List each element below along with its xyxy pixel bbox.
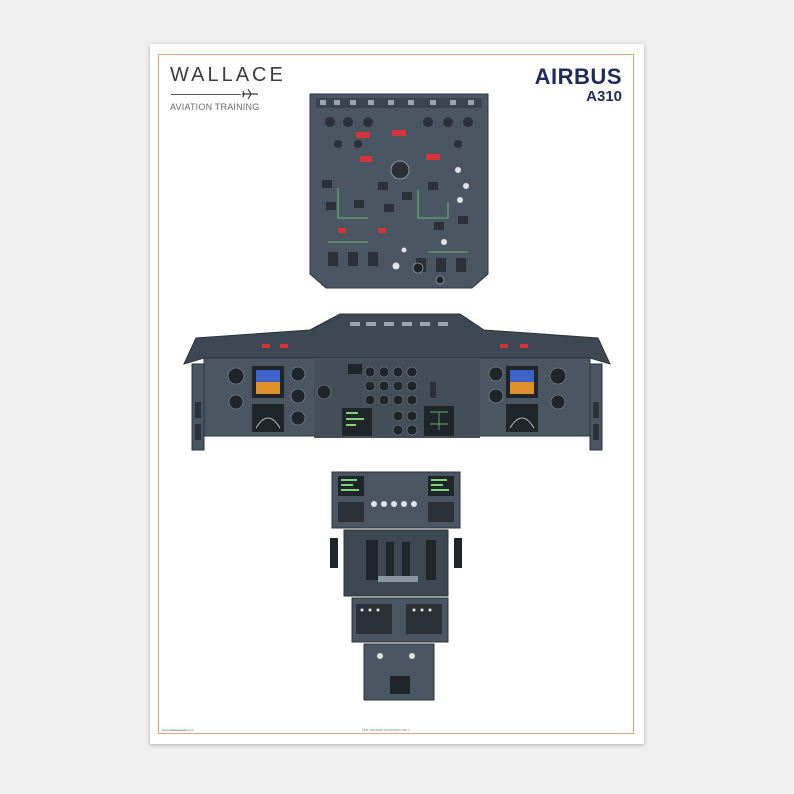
manufacturer-name: AIRBUS [534, 64, 622, 89]
poster: WALLACE AVIATION TRAINING AIRBUS A310 ww… [150, 44, 644, 744]
overhead-panel [309, 93, 489, 289]
footer-website: www.wallaceaviation.co [162, 728, 194, 732]
center-pedestal [330, 471, 462, 701]
brand-rule [171, 94, 241, 95]
brand-name: WALLACE [170, 64, 286, 86]
brand-subtitle: AVIATION TRAINING [170, 102, 260, 112]
poster-frame [158, 54, 634, 734]
aircraft-title: AIRBUS A310 [535, 66, 622, 106]
footer-note: FOR TRAINING PURPOSES ONLY [362, 728, 410, 732]
airplane-icon [242, 88, 258, 100]
brand-logo: WALLACE AVIATION TRAINING [170, 64, 286, 116]
aircraft-model: A310 [586, 88, 622, 105]
main-instrument-panel [183, 313, 611, 451]
